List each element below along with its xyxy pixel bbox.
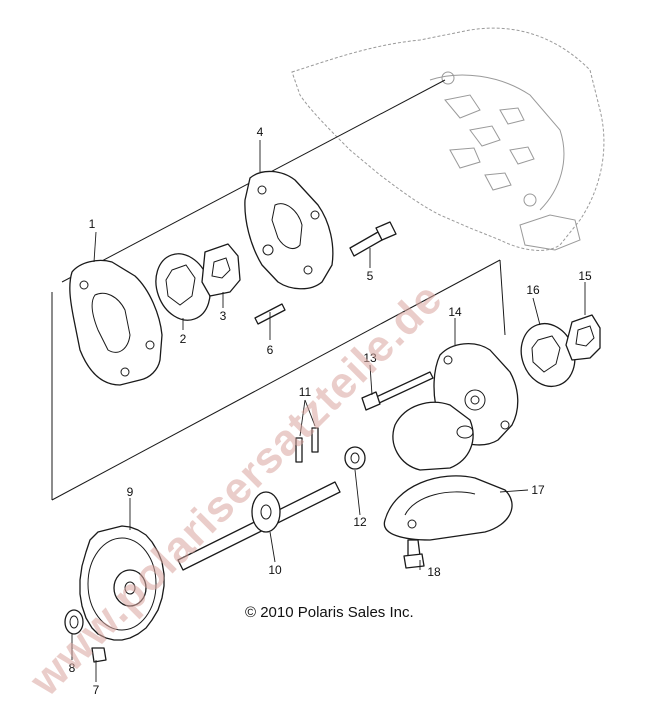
thrust-washer (344, 446, 366, 470)
drive-pins (295, 427, 319, 463)
callout-4: 4 (257, 125, 264, 139)
pump-cover-plate (244, 170, 334, 290)
callout-10: 10 (268, 563, 282, 577)
gear-washer (64, 609, 84, 635)
inner-rotor-2 (565, 314, 601, 361)
callout-7: 7 (93, 683, 100, 697)
callouts: 1 2 3 4 5 6 7 8 9 10 11 12 13 14 15 16 1… (69, 125, 592, 697)
strainer-cover (383, 475, 513, 541)
callout-11: 11 (299, 385, 312, 399)
pump-shaft (177, 481, 341, 571)
callout-1: 1 (89, 217, 96, 231)
callout-6: 6 (267, 343, 274, 357)
callout-12: 12 (353, 515, 367, 529)
callout-2: 2 (180, 332, 187, 346)
callout-5: 5 (367, 269, 374, 283)
oil-pickup-strainer (392, 401, 474, 471)
callout-9: 9 (127, 485, 134, 499)
leader-lines (71, 140, 586, 682)
drive-gear (79, 525, 165, 641)
callout-17: 17 (531, 483, 545, 497)
long-bolt (361, 371, 434, 411)
inner-rotor (201, 243, 241, 297)
callout-8: 8 (69, 661, 76, 675)
oil-pump-body (69, 259, 163, 386)
engine-housing-ghost (291, 27, 605, 251)
callout-3: 3 (220, 309, 227, 323)
callout-14: 14 (448, 305, 462, 319)
callout-13: 13 (363, 351, 377, 365)
pump-bolt (349, 221, 397, 257)
small-bolt (403, 539, 425, 569)
copyright-text: © 2010 Polaris Sales Inc. (245, 604, 414, 621)
gear-bolt (91, 647, 107, 663)
callout-16: 16 (526, 283, 540, 297)
callout-18: 18 (427, 565, 441, 579)
callout-15: 15 (578, 269, 592, 283)
